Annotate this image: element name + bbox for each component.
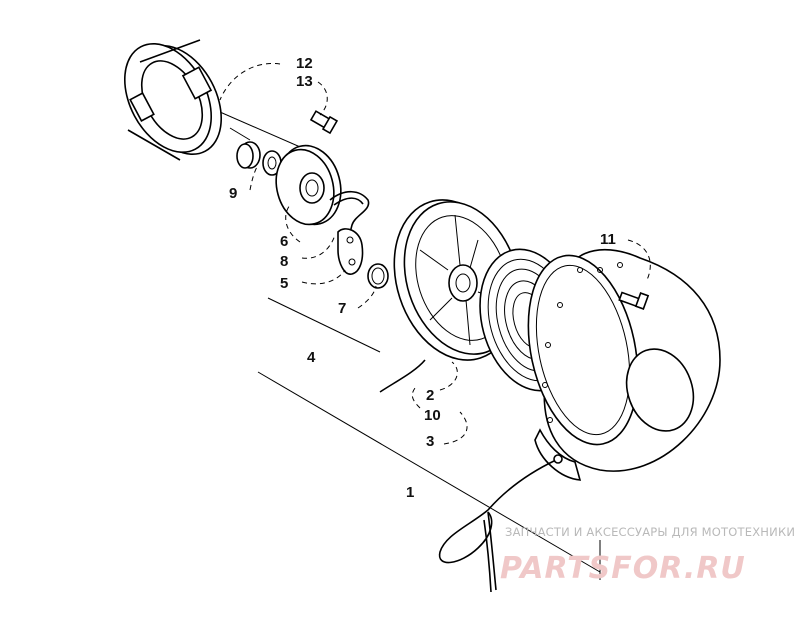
callout-8: 8 [280,253,288,270]
starter-rope [438,454,563,593]
bushing-part-9 [236,141,282,176]
callout-2: 2 [426,387,434,404]
callout-13: 13 [296,73,313,90]
callout-12: 12 [296,55,313,72]
bolt-part-13 [309,110,339,135]
drive-cup-part [123,39,223,161]
callout-leaders [219,62,651,445]
callout-9: 9 [229,185,237,202]
pawl-part-5 [337,228,364,275]
housing-part-1 [527,248,721,481]
callout-4: 4 [307,349,316,366]
callout-7: 7 [338,300,346,317]
callout-labels: 12 13 9 6 8 5 7 4 2 10 3 1 11 [229,55,616,501]
watermark-logo-text: PARTSFOR.RU [500,551,746,586]
bolt-part-11 [618,291,650,310]
callout-1: 1 [406,484,414,501]
spring-part-7 [367,263,389,289]
callout-6: 6 [280,233,288,250]
watermark-logo: PARTSFOR.RU [500,551,746,586]
watermark-tagline: ЗАПЧАСТИ И АКСЕССУАРЫ ДЛЯ МОТОТЕХНИКИ [505,525,796,539]
callout-11: 11 [600,231,616,248]
pulley-disc-part-6 [275,144,342,226]
callout-5: 5 [280,275,288,292]
callout-3: 3 [426,433,434,450]
callout-10: 10 [424,407,441,424]
